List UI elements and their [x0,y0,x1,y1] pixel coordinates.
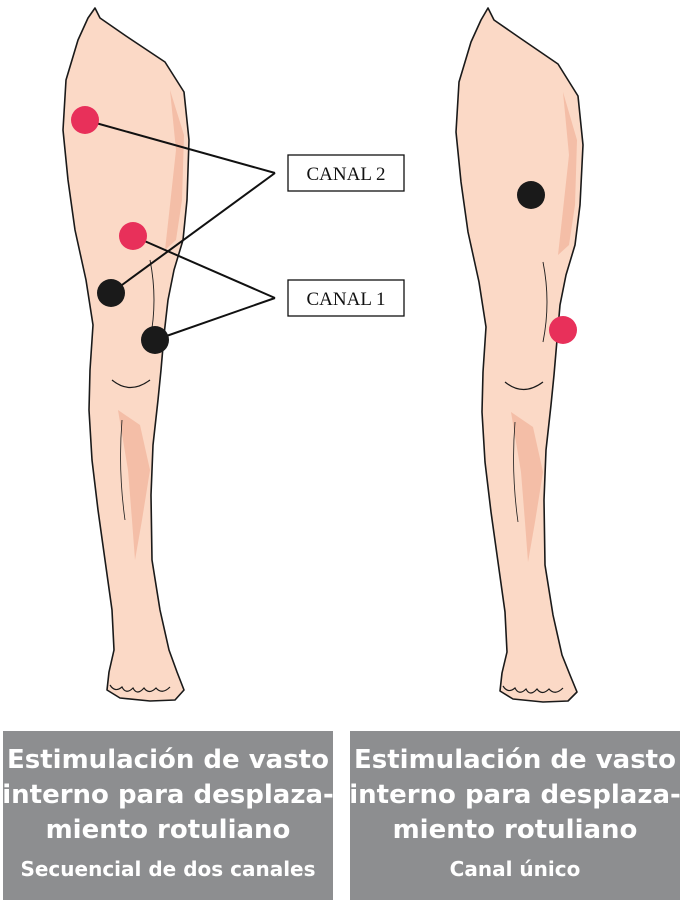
caption-right-line-1: Estimulación de vasto [354,745,676,775]
caption-right: Estimulación de vasto interno para despl… [349,731,681,900]
electrode-placement-diagram: CANAL 2 CANAL 1 [62,7,584,703]
right-leg-outline [455,7,584,703]
caption-right-line-2: interno para desplaza- [349,780,681,810]
electrode-red-middle [119,222,147,250]
right-toes [502,685,564,694]
electrode-red-right [549,316,577,344]
left-toes [109,684,171,693]
canal1-label-box [287,279,405,317]
canal2-label-text: CANAL 2 [307,164,386,185]
caption-right-subtitle: Canal único [449,857,581,881]
left-leg-outline [62,7,190,702]
caption-left: Estimulación de vasto interno para despl… [2,731,334,900]
electrode-black-right [517,181,545,209]
canal2-line-black [110,172,276,294]
electrode-black-middle [97,279,125,307]
left-calf-shadow [118,410,150,560]
right-leg [455,7,584,703]
right-calf-shadow [511,412,543,562]
caption-right-line-3: miento rotuliano [392,815,638,845]
canal2-label: CANAL 2 [287,154,405,192]
connector-lines [84,119,276,341]
caption-left-line-2: interno para desplaza- [2,780,334,810]
canal1-label-text: CANAL 1 [307,289,386,310]
right-knee-crease [504,381,544,391]
caption-left-line-3: miento rotuliano [45,815,291,845]
electrode-red-upper [71,106,99,134]
left-leg [62,7,190,702]
electrode-black-lower [141,326,169,354]
right-muscle-line [542,261,548,343]
canal2-label-box [287,154,405,192]
caption-left-subtitle: Secuencial de dos canales [20,857,316,881]
canal2-line-red [84,119,276,174]
left-shin-line [120,419,126,521]
left-thigh-shadow [165,90,184,250]
caption-left-line-1: Estimulación de vasto [7,745,329,775]
canal1-label: CANAL 1 [287,279,405,317]
right-thigh-shadow [558,92,577,255]
right-shin-line [513,421,519,523]
left-knee-crease [111,379,151,389]
canal1-line-black [154,297,276,341]
canal1-line-red [132,235,276,299]
